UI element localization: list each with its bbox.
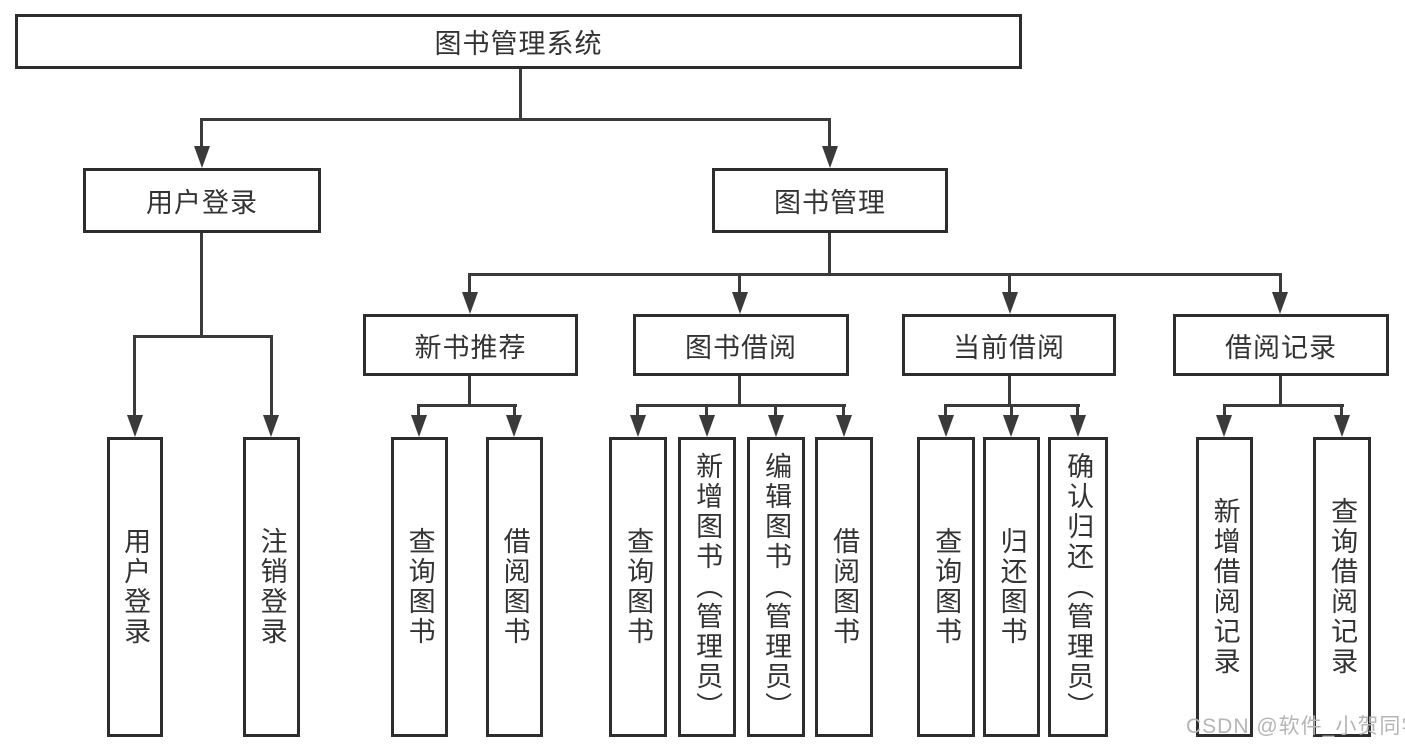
- node-label: 查询图书: [931, 527, 962, 647]
- node-label: 用户登录: [146, 188, 258, 218]
- connector-line: [468, 273, 1282, 276]
- arrow-down-icon: [194, 146, 210, 168]
- node-book-borrowing: 图书借阅: [633, 314, 849, 376]
- connector-line: [1076, 404, 1079, 417]
- leaf-edit-books-admin: 编辑图书（管理员）: [747, 437, 805, 737]
- leaf-add-borrow-record: 新增借阅记录: [1196, 437, 1253, 737]
- arrow-down-icon: [1334, 415, 1350, 437]
- connector-line: [468, 376, 471, 407]
- leaf-borrow-books: 借阅图书: [815, 437, 873, 737]
- arrow-down-icon: [732, 292, 748, 314]
- arrow-down-icon: [836, 415, 852, 437]
- node-label: 归还图书: [996, 527, 1027, 647]
- connector-line: [1340, 404, 1343, 417]
- connector-line: [200, 118, 203, 148]
- leaf-borrow-books-recommend: 借阅图书: [486, 437, 543, 737]
- node-label: 查询借阅记录: [1327, 497, 1358, 677]
- connector-line: [828, 118, 831, 148]
- leaf-query-books-recommend: 查询图书: [391, 437, 448, 737]
- arrow-down-icon: [630, 415, 646, 437]
- arrow-down-icon: [1272, 292, 1288, 314]
- arrow-down-icon: [411, 415, 427, 437]
- watermark: CSDN @软件_小贺同学: [1186, 715, 1405, 738]
- connector-line: [1008, 376, 1011, 407]
- node-label: 借阅图书: [499, 527, 530, 647]
- leaf-query-books-borrow: 查询图书: [609, 437, 667, 737]
- arrow-down-icon: [506, 415, 522, 437]
- node-label: 注销登录: [256, 527, 287, 647]
- leaf-return-books: 归还图书: [983, 437, 1040, 737]
- connector-line: [417, 404, 420, 417]
- connector-line: [133, 335, 136, 417]
- arrow-down-icon: [263, 415, 279, 437]
- connector-line: [828, 233, 831, 275]
- arrow-down-icon: [462, 292, 478, 314]
- connector-line: [200, 118, 831, 121]
- arrow-down-icon: [1216, 415, 1232, 437]
- node-label: 查询图书: [623, 527, 654, 647]
- connector-line: [842, 404, 845, 417]
- connector-line: [513, 404, 516, 417]
- node-label: 当前借阅: [953, 332, 1065, 363]
- connector-line: [1223, 404, 1226, 417]
- node-label: 确认归还（管理员）: [1063, 452, 1094, 722]
- node-user-login: 用户登录: [83, 168, 321, 233]
- connector-line: [738, 273, 741, 295]
- node-label: 图书借阅: [685, 332, 797, 363]
- node-library-system: 图书管理系统: [15, 14, 1022, 69]
- arrow-down-icon: [1070, 415, 1086, 437]
- connector-line: [468, 273, 471, 295]
- arrow-down-icon: [822, 146, 838, 168]
- node-borrowing-records: 借阅记录: [1173, 314, 1389, 376]
- connector-line: [1223, 404, 1344, 407]
- node-current-borrowing: 当前借阅: [902, 314, 1116, 376]
- connector-line: [1010, 404, 1013, 417]
- connector-line: [519, 69, 522, 121]
- connector-line: [1008, 273, 1011, 295]
- connector-line: [270, 335, 273, 417]
- connector-line: [944, 404, 947, 417]
- leaf-query-books-current: 查询图书: [917, 437, 975, 737]
- node-label: 图书管理系统: [434, 29, 603, 59]
- arrow-down-icon: [699, 415, 715, 437]
- node-label: 查询图书: [404, 527, 435, 647]
- connector-line: [705, 404, 708, 417]
- node-label: 编辑图书（管理员）: [761, 452, 792, 722]
- node-label: 新书推荐: [414, 332, 527, 363]
- node-book-management: 图书管理: [712, 168, 948, 233]
- connector-line: [636, 404, 639, 417]
- node-label: 用户登录: [120, 527, 151, 647]
- node-label: 借阅图书: [829, 527, 860, 647]
- node-new-book-recommendation: 新书推荐: [363, 314, 578, 376]
- arrow-down-icon: [938, 415, 954, 437]
- node-label: 借阅记录: [1225, 332, 1337, 363]
- node-label: 新增借阅记录: [1209, 497, 1240, 677]
- connector-line: [417, 404, 517, 407]
- connector-line: [200, 233, 203, 337]
- connector-line: [774, 404, 777, 417]
- arrow-down-icon: [768, 415, 784, 437]
- connector-line: [636, 404, 846, 407]
- connector-line: [1279, 273, 1282, 295]
- leaf-query-borrow-record: 查询借阅记录: [1313, 437, 1371, 737]
- leaf-add-books-admin: 新增图书（管理员）: [678, 437, 736, 737]
- connector-line: [1279, 376, 1282, 407]
- arrow-down-icon: [1003, 415, 1019, 437]
- node-label: 新增图书（管理员）: [692, 452, 723, 722]
- leaf-logout-login: 注销登录: [243, 437, 300, 737]
- leaf-user-login: 用户登录: [107, 437, 163, 737]
- node-label: 图书管理: [774, 188, 886, 218]
- arrow-down-icon: [127, 415, 143, 437]
- connector-line: [133, 335, 273, 338]
- arrow-down-icon: [1002, 292, 1018, 314]
- leaf-confirm-return-admin: 确认归还（管理员）: [1048, 437, 1108, 737]
- connector-line: [738, 376, 741, 407]
